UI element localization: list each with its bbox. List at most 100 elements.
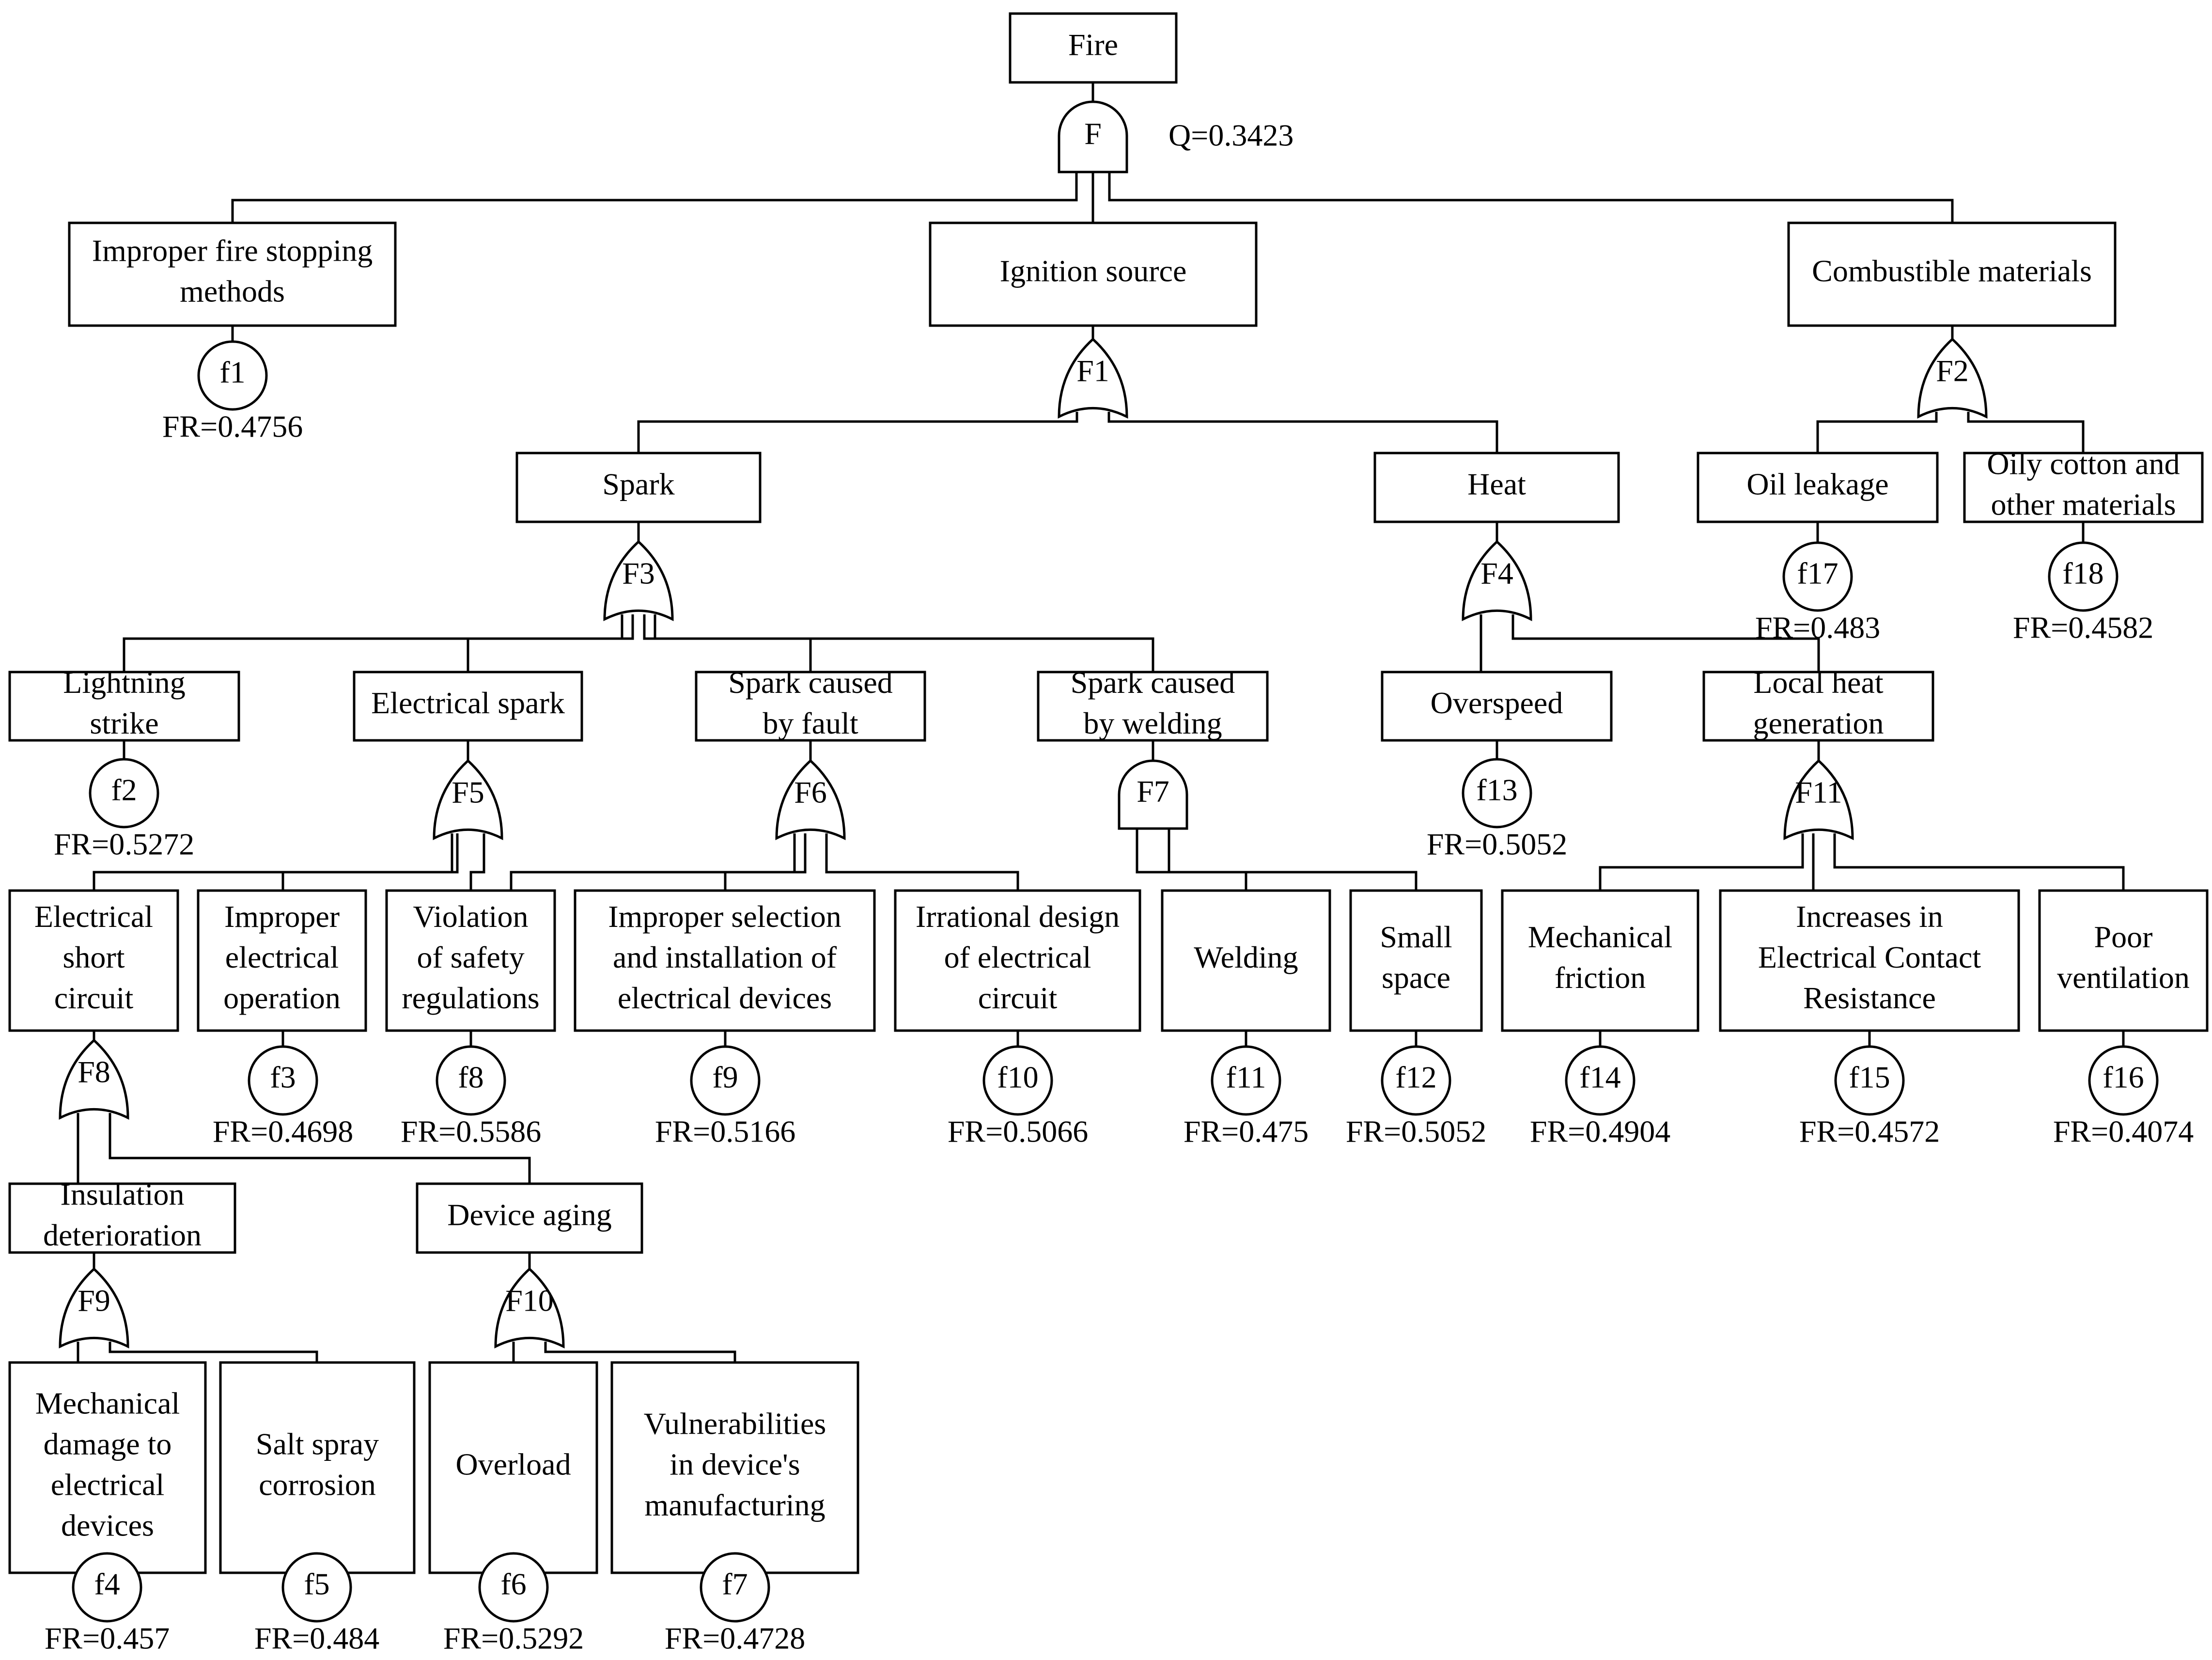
gate-label: F8	[78, 1055, 110, 1089]
event-label-line: Local heat	[1753, 665, 1884, 700]
event-welding: Welding	[1161, 889, 1331, 1032]
event-oil-leakage: Oil leakage	[1697, 452, 1939, 523]
gate-label: F7	[1137, 774, 1169, 809]
event-label-line: Resistance	[1803, 981, 1936, 1015]
basic-event-label: f10	[997, 1060, 1038, 1095]
basic-event-label: f5	[304, 1567, 329, 1601]
event-label-line: methods	[180, 274, 285, 309]
event-box	[1702, 671, 1934, 742]
basic-event-circle	[478, 1552, 549, 1623]
gate-shape	[59, 1038, 129, 1120]
gate-shape	[1462, 540, 1532, 622]
basic-event-circle	[1211, 1045, 1281, 1116]
event-box	[385, 889, 556, 1032]
event-label-line: Fire	[1068, 28, 1118, 62]
event-combustible-materials: Combustible materials	[1787, 221, 2117, 327]
basic-event-label: f2	[111, 773, 137, 807]
connector-line	[544, 1342, 736, 1362]
basic-event-circle	[89, 758, 159, 829]
connector-line	[93, 833, 453, 891]
gate-f1-or: F1	[1058, 337, 1128, 419]
gate-label: F11	[1795, 775, 1842, 810]
event-label-line: space	[1382, 960, 1450, 995]
event-label-line: Improper selection	[608, 899, 841, 934]
connector-line	[109, 1342, 318, 1362]
basic-event-fr: FR=0.5052	[1346, 1114, 1486, 1149]
connector-line	[1511, 614, 1820, 672]
basic-event-fr: FR=0.5052	[1427, 827, 1567, 861]
basic-event-label: f11	[1226, 1060, 1266, 1095]
event-label-line: Insulation	[61, 1177, 185, 1212]
connector-line	[281, 833, 459, 891]
event-improper-fire-stopping: Improper fire stopping methods	[68, 221, 397, 327]
event-label-line: strike	[90, 706, 158, 740]
basic-event-fr: FR=0.4728	[665, 1621, 805, 1656]
event-label-line: Welding	[1194, 940, 1298, 974]
basic-event-circle	[982, 1045, 1053, 1116]
event-label-line: Overspeed	[1431, 686, 1563, 720]
event-label-line: deterioration	[43, 1218, 202, 1253]
gate-f10-or: F10	[494, 1267, 565, 1349]
gate-label: F5	[452, 775, 484, 810]
gate-shape	[1118, 759, 1188, 830]
event-label-line: Electrical spark	[371, 686, 565, 720]
event-box	[353, 671, 583, 742]
basic-event-circle	[281, 1552, 352, 1623]
event-label-line: Electrical	[34, 899, 153, 934]
event-label-line: electrical	[51, 1468, 164, 1502]
basic-event-fr: FR=0.5066	[948, 1114, 1088, 1149]
gate-shape	[1783, 759, 1854, 841]
gate-f8-or: F8	[59, 1038, 129, 1120]
event-box	[1009, 12, 1178, 84]
basic-event-fr: FR=0.5166	[655, 1114, 795, 1149]
event-box	[219, 1361, 416, 1574]
event-box	[695, 671, 926, 742]
event-insulation-deterioration: Insulation deterioration	[8, 1177, 236, 1254]
basic-event-circle	[436, 1045, 506, 1116]
event-label-line: Spark caused	[1071, 665, 1235, 700]
event-label-line: operation	[223, 981, 341, 1015]
event-overspeed: Overspeed	[1381, 671, 1613, 742]
event-label-line: Spark	[602, 467, 674, 501]
event-label-line: in device's	[670, 1447, 800, 1482]
event-label-line: Improper fire stopping	[92, 234, 373, 268]
basic-event-label: f12	[1395, 1060, 1436, 1095]
basic-event-label: f9	[712, 1060, 738, 1095]
basic-event-fr: FR=0.4572	[1799, 1114, 1940, 1149]
gate-f9-or: F9	[59, 1267, 129, 1349]
gate-f5-or: F5	[433, 759, 503, 841]
basic-event-fr: FR=0.4698	[213, 1114, 353, 1149]
event-label-line: by fault	[763, 706, 858, 740]
event-box	[929, 221, 1258, 327]
basic-event-fr: FR=0.5272	[54, 827, 194, 861]
event-box	[2038, 889, 2209, 1032]
event-ignition-source: Ignition source	[929, 221, 1258, 327]
gate-label: F6	[794, 775, 827, 810]
gate-shape	[433, 759, 503, 841]
gate-shape	[1058, 100, 1128, 173]
event-label-line: electrical devices	[618, 981, 832, 1015]
event-label-line: Overload	[455, 1447, 571, 1482]
top-event-probability: Q=0.3423	[1168, 118, 1293, 153]
event-label-line: Ignition source	[1000, 254, 1187, 288]
event-label-line: Poor	[2094, 920, 2153, 954]
gate-label: F	[1084, 116, 1102, 151]
connector-line	[637, 412, 1078, 453]
gate-label: F4	[1480, 556, 1513, 591]
gate-label: F10	[505, 1284, 554, 1318]
event-label-line: Improper	[224, 899, 340, 934]
basic-event-fr: FR=0.4582	[2013, 611, 2153, 645]
